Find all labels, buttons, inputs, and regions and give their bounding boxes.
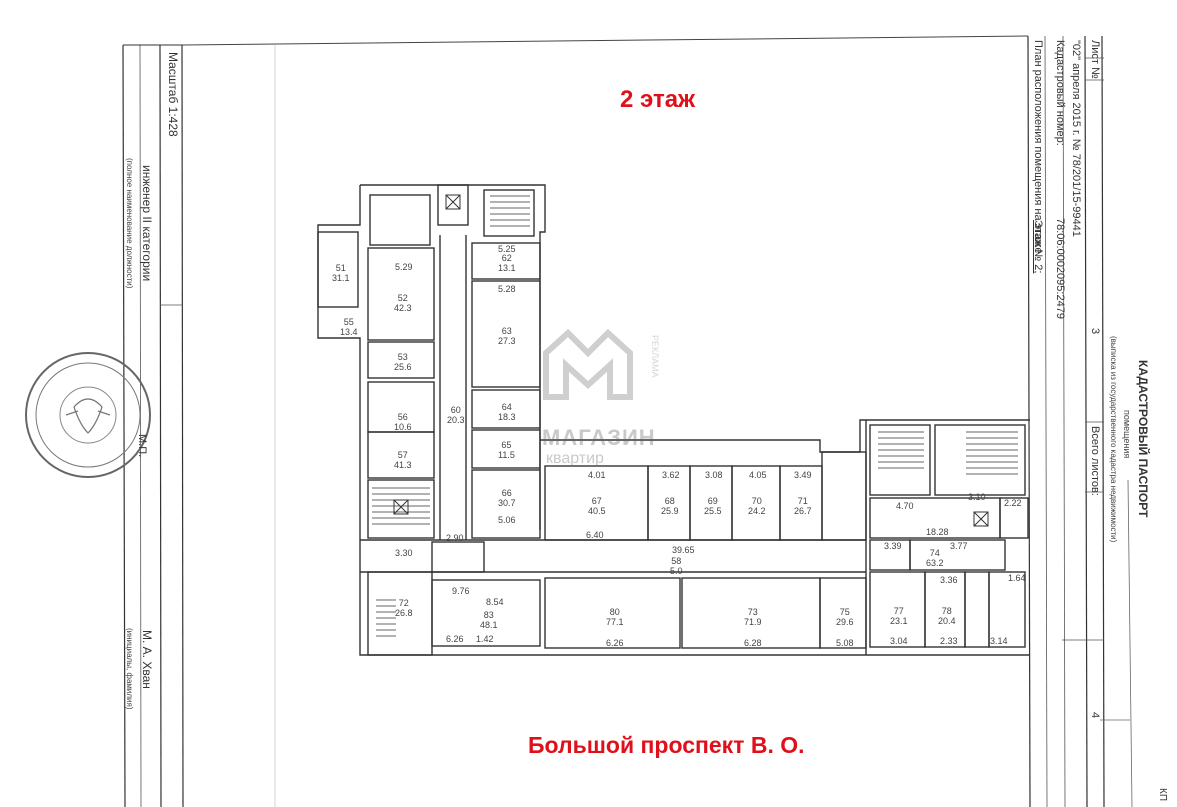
- dimension: 2.33: [940, 636, 958, 646]
- passport-title: КАДАСТРОВЫЙ ПАСПОРТ: [1136, 360, 1150, 518]
- dimension: 1.64: [1008, 573, 1026, 583]
- dimension: 2.22: [1004, 498, 1022, 508]
- passport-sub1: помещения: [1122, 410, 1132, 459]
- watermark-brand-sub: квартир: [546, 450, 604, 467]
- watermark-brand: МАГАЗИН: [542, 425, 656, 450]
- total-sheets-label: Всего листов:: [1089, 426, 1101, 496]
- official-seal-icon: [25, 352, 151, 478]
- corner-code: КП: [1157, 788, 1168, 802]
- cadastral-label: Кадастровый номер:: [1054, 40, 1066, 146]
- dimension: 5.25: [498, 244, 516, 254]
- dimension: 3.08: [705, 470, 723, 480]
- watermark: МАГАЗИН квартир РЕКЛАМА: [538, 325, 660, 467]
- watermark-reklama: РЕКЛАМА: [650, 335, 660, 378]
- dimension: 5.08: [836, 638, 854, 648]
- dimension: 2.90: [446, 533, 464, 543]
- dimension: 3.62: [662, 470, 680, 480]
- total-sheets-value: 4: [1089, 712, 1101, 719]
- dimension: 39.65: [672, 545, 695, 555]
- dimension: 6.26: [606, 638, 624, 648]
- signer-name: М. А. Хван: [140, 630, 154, 689]
- position-caption: (полное наименование должности): [125, 158, 134, 289]
- dimension: 6.40: [586, 530, 604, 540]
- cadastral-number: 78:06:0002095:2479: [1054, 218, 1066, 319]
- dimension: 18.28: [926, 527, 949, 537]
- dimension: 8.54: [486, 597, 504, 607]
- floor-title: 2 этаж: [620, 86, 696, 113]
- dimension: 4.70: [896, 501, 914, 511]
- sheet-number: 3: [1089, 328, 1101, 335]
- floor-caption: Этаж № 2;: [1032, 220, 1044, 274]
- dimension: 4.05: [749, 470, 767, 480]
- initials-caption: (инициалы, фамилия): [125, 628, 134, 710]
- street-label: Большой проспект В. О.: [528, 732, 805, 758]
- dimension: 3.49: [794, 470, 812, 480]
- date-line: "02" апреля 2015 г. № 78/201/15-99441: [1070, 40, 1082, 237]
- passport-sub2: (выписка из государственного кадастра не…: [1109, 336, 1118, 543]
- dimension: 5.29: [395, 262, 413, 272]
- dimension: 3.14: [990, 636, 1008, 646]
- sheet-label: Лист №: [1089, 40, 1101, 79]
- dimension: 3.30: [395, 548, 413, 558]
- dimension: 6.26: [446, 634, 464, 644]
- watermark-logo-icon: [543, 328, 633, 400]
- dimension: 3.39: [884, 541, 902, 551]
- dimension: 5.28: [498, 284, 516, 294]
- dimension: 3.36: [940, 575, 958, 585]
- dimension: 9.76: [452, 586, 470, 596]
- dimension: 5.06: [498, 515, 516, 525]
- dimension: 3.10: [968, 492, 986, 502]
- dimension: 1.42: [476, 634, 494, 644]
- scale-label: Масштаб 1:428: [166, 52, 180, 137]
- dimension: 3.04: [890, 636, 908, 646]
- dimension: 3.77: [950, 541, 968, 551]
- engineer-position: инженер II категории: [140, 165, 154, 282]
- seal-label: М.П.: [136, 434, 148, 458]
- dimension: 4.01: [588, 470, 606, 480]
- dimension: 6.28: [744, 638, 762, 648]
